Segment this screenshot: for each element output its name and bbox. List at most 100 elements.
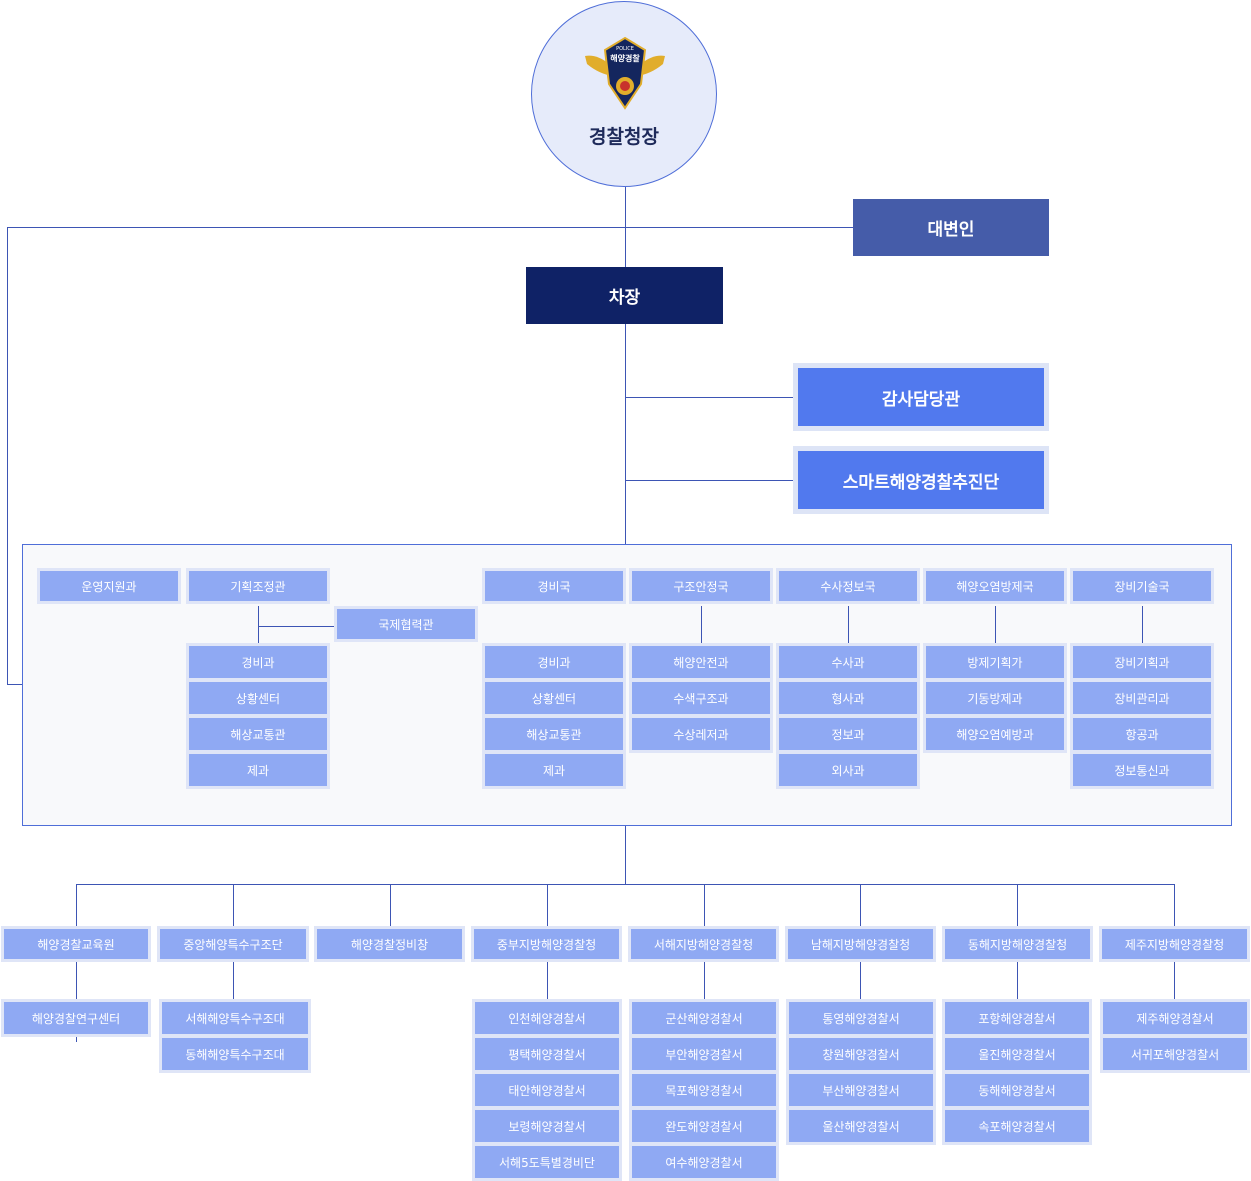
agency-unit-item[interactable]: 서해해양특수구조대 (162, 1002, 308, 1034)
agency-unit-list: 해양경찰연구센터 (1, 999, 151, 1037)
agency-unit-item[interactable]: 포항해양경찰서 (945, 1002, 1089, 1034)
agency-sub-line (547, 962, 548, 999)
support-division-node[interactable]: 운영지원과 (37, 568, 181, 604)
main-trunk-line (625, 187, 626, 544)
audit-officer-node[interactable]: 감사담당관 (793, 363, 1049, 431)
emblem-top-text: POLICE (616, 46, 634, 52)
intl-cooperation-label: 국제협력관 (337, 609, 475, 639)
smart-task-force-label: 스마트해양경찰추진단 (798, 451, 1044, 509)
bureau-unit-item[interactable]: 상황센터 (485, 682, 623, 714)
agency-node[interactable]: 남해지방해양경찰청 (785, 926, 936, 962)
bureau-unit-item[interactable]: 수상레저과 (632, 718, 770, 750)
bureau-label: 구조안정국 (632, 571, 770, 601)
agency-drop-line (1017, 884, 1018, 927)
agency-drop-line (547, 884, 548, 927)
bureau-unit-item[interactable]: 수사과 (779, 646, 917, 678)
smart-task-force-node[interactable]: 스마트해양경찰추진단 (793, 446, 1049, 514)
intl-cooperation-node[interactable]: 국제협력관 (334, 606, 478, 642)
agency-unit-item[interactable]: 창원해양경찰서 (789, 1038, 933, 1070)
bureau-connector-line (995, 606, 996, 644)
bureau-unit-item[interactable]: 해양안전과 (632, 646, 770, 678)
support-division-label: 운영지원과 (40, 571, 178, 601)
bureau-unit-item[interactable]: 방제기획가 (926, 646, 1064, 678)
bureau-label: 수사정보국 (779, 571, 917, 601)
agency-unit-item[interactable]: 서귀포해양경찰서 (1103, 1038, 1247, 1070)
agency-node[interactable]: 해양경찰정비창 (314, 926, 465, 962)
agency-unit-item[interactable]: 평택해양경찰서 (475, 1038, 619, 1070)
spokesperson-node[interactable]: 대변인 (853, 199, 1049, 256)
bureau-unit-item[interactable]: 장비기획과 (1073, 646, 1211, 678)
agencies-bus-line (76, 884, 1175, 885)
agency-unit-item[interactable]: 태안해양경찰서 (475, 1074, 619, 1106)
agency-unit-item[interactable]: 해양경찰연구센터 (4, 1002, 148, 1034)
agency-unit-item[interactable]: 서해5도특별경비단 (475, 1146, 619, 1178)
bureau-unit-item[interactable]: 경비과 (485, 646, 623, 678)
agency-node[interactable]: 서해지방해양경찰청 (628, 926, 779, 962)
agency-unit-item[interactable]: 울산해양경찰서 (789, 1110, 933, 1142)
agency-unit-item[interactable]: 동해해양특수구조대 (162, 1038, 308, 1070)
bureau-unit-item[interactable]: 항공과 (1073, 718, 1211, 750)
bureau-connector-line (848, 606, 849, 644)
bureau-node[interactable]: 해양오염방제국 (923, 568, 1067, 604)
agency-unit-item[interactable]: 통영해양경찰서 (789, 1002, 933, 1034)
planning-unit-item[interactable]: 제과 (189, 754, 327, 786)
planning-unit-item[interactable]: 상황센터 (189, 682, 327, 714)
smart-branch-line (625, 480, 793, 481)
bureau-unit-item[interactable]: 수색구조과 (632, 682, 770, 714)
bureau-unit-item[interactable]: 외사과 (779, 754, 917, 786)
agency-sub-line (704, 962, 705, 999)
agency-node[interactable]: 동해지방해양경찰청 (942, 926, 1093, 962)
planning-connector-line (258, 606, 259, 644)
spokesperson-branch-line (7, 227, 853, 228)
agency-node[interactable]: 중앙해양특수구조단 (157, 926, 309, 962)
agency-sub-line (860, 962, 861, 999)
bureau-unit-item[interactable]: 정보통신과 (1073, 754, 1211, 786)
agency-unit-item[interactable]: 부산해양경찰서 (789, 1074, 933, 1106)
planning-node[interactable]: 기획조정관 (186, 568, 330, 604)
agency-unit-item[interactable]: 부안해양경찰서 (632, 1038, 776, 1070)
agency-label: 해양경찰교육원 (4, 929, 148, 959)
bureau-unit-list: 장비기획과 장비관리과 항공과 정보통신과 (1070, 643, 1214, 789)
agency-sub-line (233, 962, 234, 999)
bureau-unit-item[interactable]: 기동방제과 (926, 682, 1064, 714)
agency-unit-item[interactable]: 군산해양경찰서 (632, 1002, 776, 1034)
agency-label: 해양경찰정비창 (317, 929, 462, 959)
bureau-node[interactable]: 장비기술국 (1070, 568, 1214, 604)
agency-unit-item[interactable]: 여수해양경찰서 (632, 1146, 776, 1178)
planning-label: 기획조정관 (189, 571, 327, 601)
vice-commissioner-node[interactable]: 차장 (526, 267, 723, 324)
agency-node[interactable]: 제주지방해양경찰청 (1099, 926, 1250, 962)
bureau-unit-list: 경비과 상황센터 해상교통관 제과 (482, 643, 626, 789)
agency-label: 중부지방해양경찰청 (474, 929, 619, 959)
planning-unit-item[interactable]: 경비과 (189, 646, 327, 678)
bureau-node[interactable]: 경비국 (482, 568, 626, 604)
bureau-unit-list: 방제기획가 기동방제과 해양오염예방과 (923, 643, 1067, 753)
agency-label: 중앙해양특수구조단 (160, 929, 306, 959)
agency-unit-item[interactable]: 인천해양경찰서 (475, 1002, 619, 1034)
bureau-unit-item[interactable]: 제과 (485, 754, 623, 786)
agency-unit-item[interactable]: 동해해양경찰서 (945, 1074, 1089, 1106)
bureau-unit-item[interactable]: 해상교통관 (485, 718, 623, 750)
bureau-unit-item[interactable]: 정보과 (779, 718, 917, 750)
agency-unit-item[interactable]: 목포해양경찰서 (632, 1074, 776, 1106)
agency-unit-item[interactable]: 울진해양경찰서 (945, 1038, 1089, 1070)
bureau-node[interactable]: 수사정보국 (776, 568, 920, 604)
agency-unit-list: 제주해양경찰서 서귀포해양경찰서 (1100, 999, 1250, 1073)
chief-node[interactable]: POLICE 해양경찰 경찰청장 (531, 1, 717, 187)
agency-drop-line (1174, 884, 1175, 927)
agency-unit-item[interactable]: 완도해양경찰서 (632, 1110, 776, 1142)
agency-node[interactable]: 해양경찰교육원 (1, 926, 151, 962)
agency-drop-line (233, 884, 234, 927)
planning-unit-item[interactable]: 해상교통관 (189, 718, 327, 750)
bureau-unit-item[interactable]: 장비관리과 (1073, 682, 1211, 714)
bureau-node[interactable]: 구조안정국 (629, 568, 773, 604)
agency-unit-item[interactable]: 속포해양경찰서 (945, 1110, 1089, 1142)
emblem-name-text: 해양경찰 (610, 53, 640, 63)
bureau-connector-line (1142, 606, 1143, 644)
agency-node[interactable]: 중부지방해양경찰청 (471, 926, 622, 962)
agency-unit-item[interactable]: 제주해양경찰서 (1103, 1002, 1247, 1034)
bureau-unit-item[interactable]: 해양오염예방과 (926, 718, 1064, 750)
agency-unit-item[interactable]: 보령해양경찰서 (475, 1110, 619, 1142)
bureau-unit-item[interactable]: 형사과 (779, 682, 917, 714)
agency-sub-line (1017, 962, 1018, 999)
